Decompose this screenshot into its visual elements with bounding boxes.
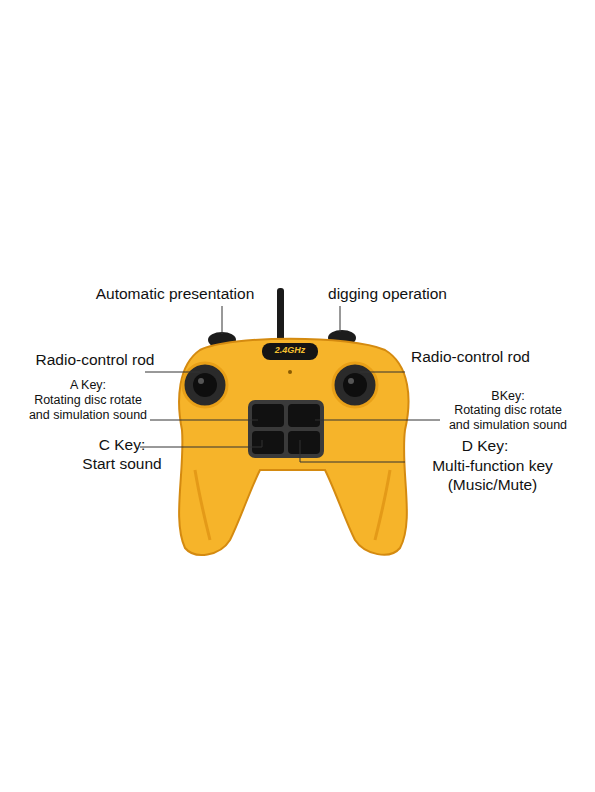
joystick [183,363,227,407]
key-description: Rotating disc rotate and simulation soun… [25,393,151,423]
key-name: A Key: [25,378,151,393]
leader-line [340,306,341,332]
key-name: C Key: [62,436,182,455]
joystick [333,363,377,407]
leader-line [360,372,405,373]
key-button [288,431,320,454]
callout-label: Radio-control rod [398,348,543,367]
grip-ridge [195,470,210,540]
key-name: BKey: [445,389,571,404]
callout-label: digging operation [305,285,470,304]
joystick-highlight [198,378,204,384]
key-name: D Key: [430,437,540,456]
antenna [277,288,284,342]
leader-line [300,440,405,462]
joystick-highlight [348,378,354,384]
callout-label: Automatic presentation [70,285,280,304]
key-button [252,431,284,454]
indicator-dot [288,370,292,374]
joystick-cap [343,373,367,397]
joystick-cap [193,373,217,397]
frequency-badge: 2.4GHz [262,345,318,356]
leader-line [222,306,223,334]
leader-line [315,420,440,421]
key-button [288,404,320,427]
leader-line [145,372,200,373]
callout-label: Radio-control rod [20,351,170,370]
key-button [252,404,284,427]
leader-line [150,420,258,421]
button-frame [248,400,324,458]
key-description: Multi-function key (Music/Mute) [405,457,580,494]
key-description: Rotating disc rotate and simulation soun… [445,403,571,433]
leader-line [140,440,262,447]
key-description: Start sound [62,455,182,474]
grip-ridge [375,470,390,540]
badge [262,343,318,360]
